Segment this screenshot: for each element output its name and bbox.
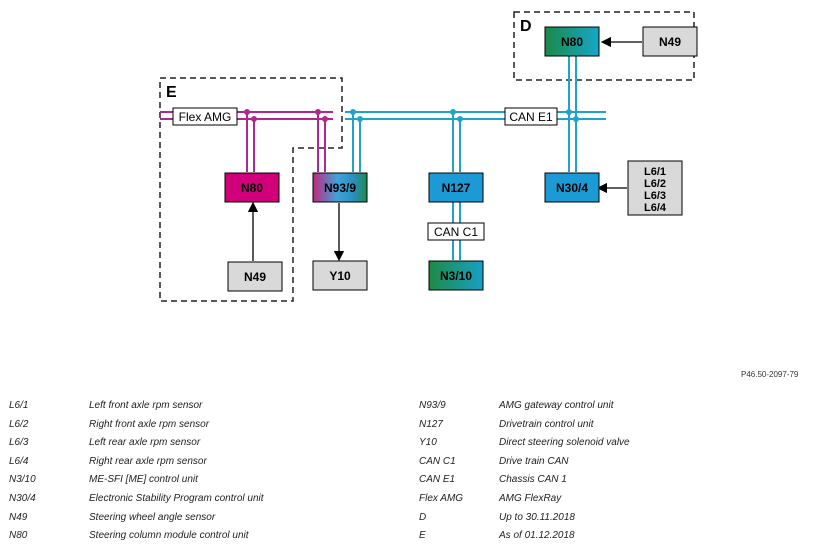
sensor-l6-3: L6/3	[644, 190, 666, 202]
can-c1-label-text: CAN C1	[434, 225, 478, 239]
legend-code: E	[419, 530, 426, 542]
node-y10: Y10	[312, 260, 368, 291]
can-e1-bus	[345, 55, 606, 260]
legend-code: CAN C1	[419, 455, 456, 467]
node-n30-4: N30/4	[544, 172, 600, 203]
node-n80-top-label: N80	[561, 35, 583, 49]
region-e-box	[159, 77, 343, 302]
legend-desc: Drive train CAN	[499, 455, 569, 467]
legend-code: L6/4	[9, 455, 29, 467]
network-diagram: D E Flex AMG	[159, 11, 698, 302]
legend-desc: Left rear axle rpm sensor	[89, 437, 201, 449]
legend-row: Flex AMG AMG FlexRay	[419, 493, 809, 512]
node-n49-left: N49	[227, 261, 283, 292]
can-e1-label: CAN E1	[504, 107, 558, 126]
flexray-junctions	[244, 109, 328, 122]
flex-amg-label: Flex AMG	[172, 107, 238, 126]
legend-desc: Right front axle rpm sensor	[89, 418, 210, 430]
legend-code: N80	[9, 530, 28, 542]
legend-row: N30/4 Electronic Stability Program contro…	[9, 493, 399, 512]
legend-row: N49 Steering wheel angle sensor	[9, 512, 399, 531]
legend-code: L6/3	[9, 437, 29, 449]
legend-desc: Electronic Stability Program control uni…	[89, 492, 264, 504]
sensor-l6-2: L6/2	[644, 178, 666, 190]
node-n80-left: N80	[224, 172, 280, 203]
can-junctions	[350, 109, 579, 122]
node-n127-label: N127	[442, 181, 471, 195]
legend-row: E As of 01.12.2018	[419, 530, 809, 549]
node-y10-label: Y10	[329, 269, 351, 283]
legend-code: N127	[419, 418, 443, 430]
legend-row: CAN C1 Drive train CAN	[419, 456, 809, 475]
sensor-l6-4: L6/4	[644, 202, 667, 214]
legend-row: L6/1 Left front axle rpm sensor	[9, 400, 399, 419]
node-n80-left-label: N80	[241, 181, 263, 195]
can-e1-label-text: CAN E1	[509, 110, 553, 124]
legend-desc: Steering column module control unit	[89, 530, 249, 542]
legend-code: N30/4	[9, 492, 36, 504]
legend-code: L6/2	[9, 418, 29, 430]
legend-row: D Up to 30.11.2018	[419, 512, 809, 531]
legend-code: D	[419, 511, 427, 523]
legend-desc: Drivetrain control unit	[499, 418, 594, 430]
can-c1-label: CAN C1	[427, 222, 485, 241]
legend-row: L6/4 Right rear axle rpm sensor	[9, 456, 399, 475]
legend-row: CAN E1 Chassis CAN 1	[419, 474, 809, 493]
node-sensors: L6/1 L6/2 L6/3 L6/4	[627, 160, 683, 216]
node-n93-9: N93/9	[312, 172, 368, 203]
flex-amg-label-text: Flex AMG	[179, 110, 232, 124]
sensor-l6-1: L6/1	[644, 166, 666, 178]
legend-code: L6/1	[9, 400, 29, 411]
legend-code: Y10	[419, 437, 437, 449]
signal-arrows	[247, 36, 642, 262]
node-n127: N127	[428, 172, 484, 203]
legend-desc: Right rear axle rpm sensor	[89, 455, 207, 467]
node-n49-top-label: N49	[659, 35, 681, 49]
legend-row: Y10 Direct steering solenoid valve	[419, 437, 809, 456]
legend-row: N80 Steering column module control unit	[9, 530, 399, 549]
region-d-label: D	[520, 18, 532, 35]
legend-code: CAN E1	[419, 474, 456, 486]
legend-code: N3/10	[9, 474, 36, 486]
node-n49-top: N49	[642, 26, 698, 57]
node-n3-10: N3/10	[428, 260, 484, 291]
node-n3-10-label: N3/10	[440, 269, 472, 283]
legend-row: N127 Drivetrain control unit	[419, 419, 809, 438]
legend-desc: AMG gateway control unit	[499, 400, 614, 411]
node-n80-top: N80	[544, 26, 600, 57]
legend-desc: As of 01.12.2018	[499, 530, 575, 542]
legend-desc: ME-SFI [ME] control unit	[89, 474, 198, 486]
node-n93-9-label: N93/9	[324, 181, 356, 195]
legend-row: L6/3 Left rear axle rpm sensor	[9, 437, 399, 456]
region-e-label: E	[166, 84, 177, 101]
legend-code: N49	[9, 511, 28, 523]
node-n30-4-label: N30/4	[556, 181, 588, 195]
legend-desc: AMG FlexRay	[499, 492, 562, 504]
legend-desc: Steering wheel angle sensor	[89, 511, 216, 523]
legend-row: L6/2 Right front axle rpm sensor	[9, 419, 399, 438]
legend-right-column: N93/9 AMG gateway control unit N127 Drivet…	[419, 400, 809, 549]
node-n49-left-label: N49	[244, 270, 266, 284]
legend-code: Flex AMG	[419, 492, 464, 504]
legend-desc: Direct steering solenoid valve	[499, 437, 630, 449]
legend-desc: Up to 30.11.2018	[499, 511, 575, 523]
legend-code: N93/9	[419, 400, 446, 411]
legend-desc: Chassis CAN 1	[499, 474, 567, 486]
legend-desc: Left front axle rpm sensor	[89, 400, 203, 411]
legend-row: N3/10 ME-SFI [ME] control unit	[9, 474, 399, 493]
legend-row: N93/9 AMG gateway control unit	[419, 400, 809, 419]
diagram-reference: P46.50-2097-79	[741, 370, 799, 379]
